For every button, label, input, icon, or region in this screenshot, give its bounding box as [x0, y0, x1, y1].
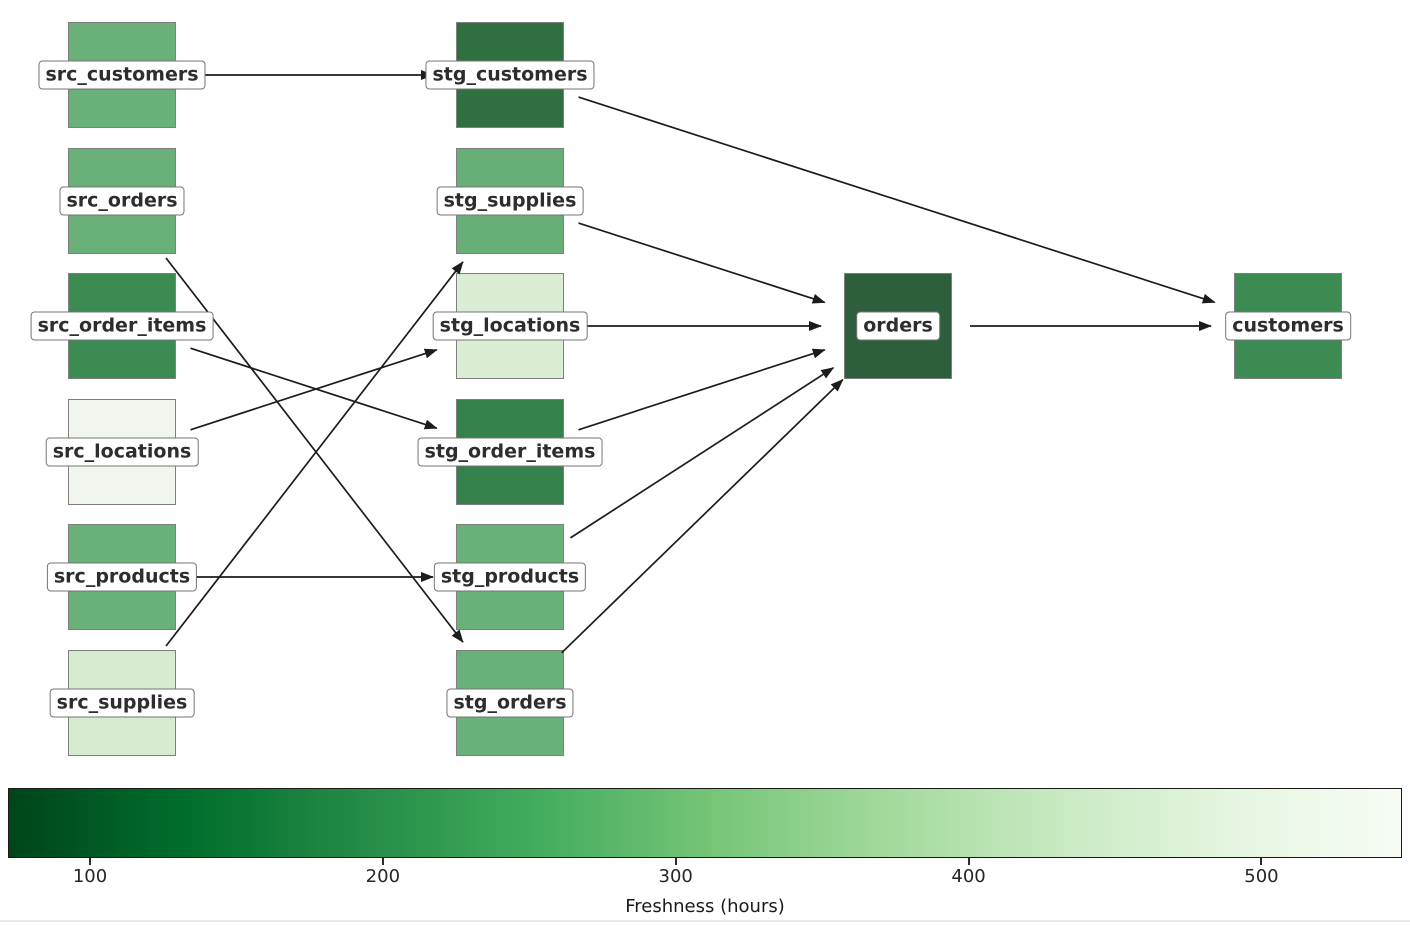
node-label-stg_order_items: stg_order_items: [417, 437, 603, 467]
node-label-src_customers: src_customers: [38, 60, 206, 90]
node-label-stg_locations: stg_locations: [432, 311, 588, 341]
colorbar-gradient: [8, 788, 1402, 858]
colorbar-tick-300: [674, 858, 677, 865]
node-label-stg_customers: stg_customers: [425, 60, 595, 90]
colorbar-tick-500: [1260, 858, 1263, 865]
node-label-orders: orders: [856, 311, 940, 341]
colorbar-tick-label-300: 300: [658, 866, 693, 887]
colorbar-tick-label-500: 500: [1244, 866, 1279, 887]
edge-src_supplies-stg_supplies: [165, 261, 464, 647]
colorbar-tick-100: [89, 858, 91, 865]
node-label-stg_products: stg_products: [433, 562, 587, 592]
colorbar-tick-label-100: 100: [72, 866, 108, 887]
node-label-src_supplies: src_supplies: [49, 688, 195, 718]
node-label-src_products: src_products: [46, 562, 198, 592]
colorbar-tick-200: [381, 858, 384, 865]
edges-layer: [165, 70, 1216, 654]
edge-stg_customers-customers: [578, 96, 1216, 304]
edge-stg_order_items-orders: [578, 348, 826, 431]
node-label-src_orders: src_orders: [59, 186, 185, 216]
edge-stg_supplies-orders: [578, 222, 826, 304]
colorbar-tick-label-200: 200: [365, 866, 401, 887]
edge-src_order_items-stg_order_items: [190, 347, 438, 430]
node-label-src_order_items: src_order_items: [30, 311, 214, 341]
edge-stg_products-orders: [569, 367, 835, 539]
colorbar-axis-label: Freshness (hours): [625, 896, 785, 917]
node-label-customers: customers: [1225, 311, 1351, 341]
node-label-src_locations: src_locations: [45, 437, 199, 467]
node-label-stg_supplies: stg_supplies: [436, 186, 584, 216]
edge-src_orders-stg_orders: [165, 257, 464, 643]
node-label-stg_orders: stg_orders: [446, 688, 574, 718]
edge-src_locations-stg_locations: [190, 348, 438, 431]
figure-bottom-border: [0, 920, 1410, 922]
edge-stg_orders-orders: [561, 378, 844, 654]
colorbar-tick-label-400: 400: [951, 866, 986, 887]
colorbar-tick-400: [967, 858, 970, 865]
